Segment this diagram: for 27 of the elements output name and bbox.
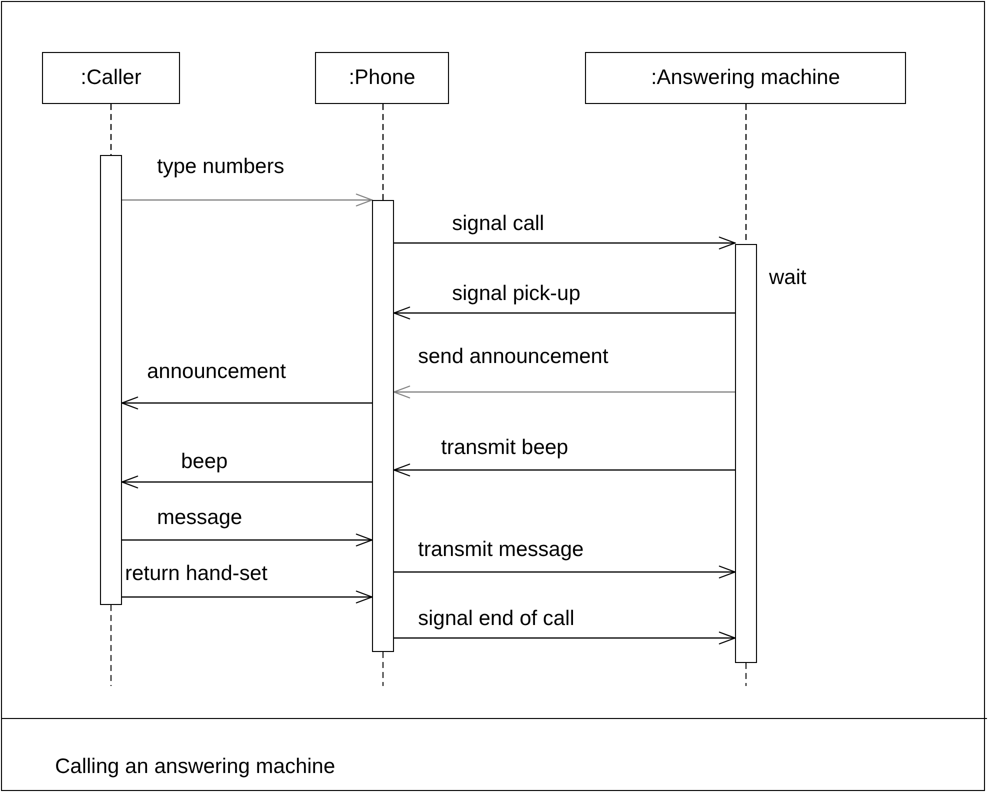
lifeline: [110, 104, 112, 155]
message-arrow: [393, 463, 735, 477]
message-arrow: [121, 475, 372, 489]
activation-bar: [100, 155, 122, 605]
message-arrow: [122, 533, 373, 547]
lifeline-header-box: :Answering machine: [585, 52, 906, 104]
message-arrow: [393, 385, 735, 399]
edge-label: beep: [181, 450, 228, 474]
edge-label: signal end of call: [418, 607, 574, 631]
edge-label: transmit message: [418, 538, 584, 562]
edge-label: signal pick-up: [452, 282, 580, 306]
message-arrow: [122, 590, 373, 604]
lifeline-header-box: :Caller: [42, 52, 180, 104]
message-arrow: [122, 193, 373, 207]
activation-bar: [735, 244, 757, 663]
lifeline-header-box: :Phone: [315, 52, 449, 104]
message-arrow: [394, 236, 736, 250]
edge-label: type numbers: [157, 155, 284, 179]
edge-label: signal call: [452, 212, 544, 236]
edge-label: transmit beep: [441, 436, 568, 460]
message-arrow: [394, 631, 736, 645]
caption: Calling an answering machine: [55, 755, 336, 779]
message-arrow: [121, 396, 372, 410]
activation-bar: [372, 200, 394, 652]
lifeline: [382, 104, 384, 200]
message-arrow: [393, 306, 735, 320]
message-arrow: [394, 565, 736, 579]
